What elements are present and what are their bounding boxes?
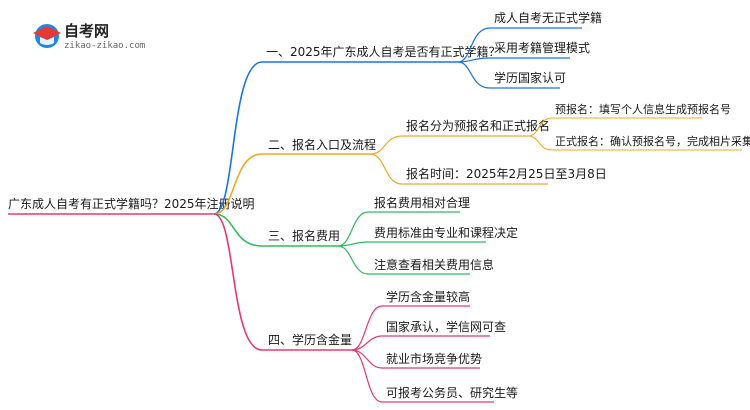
branch-2-grandchild-2: 正式报名：确认预报名号，完成相片采集和缴费 <box>555 134 750 148</box>
branch-2-label: 二、报名入口及流程 <box>268 137 376 152</box>
branch-3: 三、报名费用 报名费用相对合理 费用标准由专业和课程决定 注意查看相关费用信息 <box>213 195 518 275</box>
branch-2: 二、报名入口及流程 报名分为预报名和正式报名 报名时间：2025年2月25日至3… <box>213 102 750 215</box>
branch-4-label: 四、学历含金量 <box>268 332 352 347</box>
branch-4-child-3: 就业市场竞争优势 <box>386 351 482 366</box>
branch-4-child-1: 学历含金量较高 <box>386 289 470 304</box>
root-label: 广东成人自考有正式学籍吗？2025年注册说明 <box>8 196 255 211</box>
branch-2-child-1: 报名分为预报名和正式报名 <box>406 118 550 133</box>
graduation-cap-icon <box>33 24 61 48</box>
branch-1-label: 一、2025年广东成人自考是否有正式学籍？ <box>266 44 501 59</box>
logo: 自考网 zikao-zikao.com <box>33 22 145 51</box>
branch-3-child-2: 费用标准由专业和课程决定 <box>374 225 518 240</box>
branch-4: 四、学历含金量 学历含金量较高 国家承认，学信网可查 就业市场竞争优势 可报考公… <box>213 213 518 403</box>
logo-subtitle: zikao-zikao.com <box>64 41 145 51</box>
root-node: 广东成人自考有正式学籍吗？2025年注册说明 <box>8 196 255 215</box>
branch-3-child-1: 报名费用相对合理 <box>374 195 470 210</box>
branch-4-child-2: 国家承认，学信网可查 <box>386 319 506 334</box>
logo-title: 自考网 <box>64 22 109 40</box>
branch-1: 一、2025年广东成人自考是否有正式学籍？ 成人自考无正式学籍 采用考籍管理模式… <box>213 10 602 215</box>
branch-4-child-4: 可报考公务员、研究生等 <box>386 385 518 400</box>
branch-1-child-1: 成人自考无正式学籍 <box>494 10 602 25</box>
branch-3-label: 三、报名费用 <box>268 228 340 243</box>
branch-1-child-3: 学历国家认可 <box>494 70 566 85</box>
branch-1-child-2: 采用考籍管理模式 <box>494 40 590 55</box>
branch-3-child-3: 注意查看相关费用信息 <box>374 257 494 272</box>
branch-2-child-2: 报名时间：2025年2月25日至3月8日 <box>406 166 607 181</box>
branch-2-grandchild-1: 预报名：填写个人信息生成预报名号 <box>555 102 731 116</box>
